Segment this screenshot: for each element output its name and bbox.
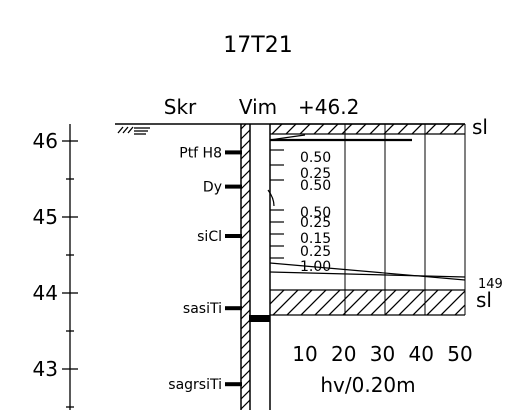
soil-layer-label: siCl <box>197 229 222 245</box>
header-skr: Skr <box>164 95 197 119</box>
x-axis-tick-label: 20 <box>331 342 356 366</box>
header-elevation: +46.2 <box>298 95 359 119</box>
diagram-title: 17T21 <box>223 33 292 58</box>
soil-layer-marker <box>225 306 242 311</box>
soil-layer-marker <box>225 184 242 189</box>
x-axis-unit: hv/0.20m <box>320 373 415 397</box>
x-axis-ticks: 10 20 30 40 50 <box>292 342 472 366</box>
reading-value: 1.00 <box>300 259 331 275</box>
x-axis-tick-label: 40 <box>409 342 434 366</box>
reading-value: 0.15 <box>300 231 331 247</box>
depth-label: 46 <box>33 129 58 153</box>
hatched-band-top <box>270 124 465 134</box>
soil-layer-label: sagrsiTi <box>168 377 222 393</box>
soil-layer-label: sasiTi <box>183 301 222 317</box>
reading-value: 0.50 <box>300 205 331 221</box>
right-label-bottom: sl <box>476 288 492 312</box>
soil-layer-marker <box>225 382 242 387</box>
reading-value: 0.25 <box>300 215 331 231</box>
reading-value: 0.50 <box>300 150 331 166</box>
sampler-marker <box>249 315 270 322</box>
depth-axis: 46 45 44 43 <box>33 124 78 410</box>
header-vim: Vim <box>239 95 277 119</box>
depth-label: 45 <box>33 205 58 229</box>
reading-value: 0.50 <box>300 178 331 194</box>
soil-layer-label: Dy <box>203 180 222 196</box>
ground-surface-symbol <box>117 126 150 135</box>
x-axis-tick-label: 30 <box>370 342 395 366</box>
soil-layer-label: Ptf H8 <box>179 145 222 161</box>
readings-column: 0.500.250.500.500.250.150.251.00 <box>300 150 331 275</box>
soil-layer-marker <box>225 150 242 155</box>
x-axis-tick-label: 50 <box>447 342 472 366</box>
depth-label: 44 <box>33 281 58 305</box>
right-label-value: 149 <box>478 277 503 292</box>
right-label-top: sl <box>472 115 488 139</box>
x-axis-tick-label: 10 <box>292 342 317 366</box>
penetration-chart <box>267 123 466 316</box>
sample-hatch-column <box>241 124 250 410</box>
hatched-band-bottom <box>270 290 465 315</box>
soil-layer-marker <box>225 234 242 238</box>
soil-layers: Ptf H8 Dy siCl sasiTi sagrsiTi <box>168 145 242 393</box>
depth-label: 43 <box>33 357 58 381</box>
borehole-column <box>240 124 271 410</box>
reading-value: 0.25 <box>300 244 331 260</box>
reading-value: 0.25 <box>300 166 331 182</box>
